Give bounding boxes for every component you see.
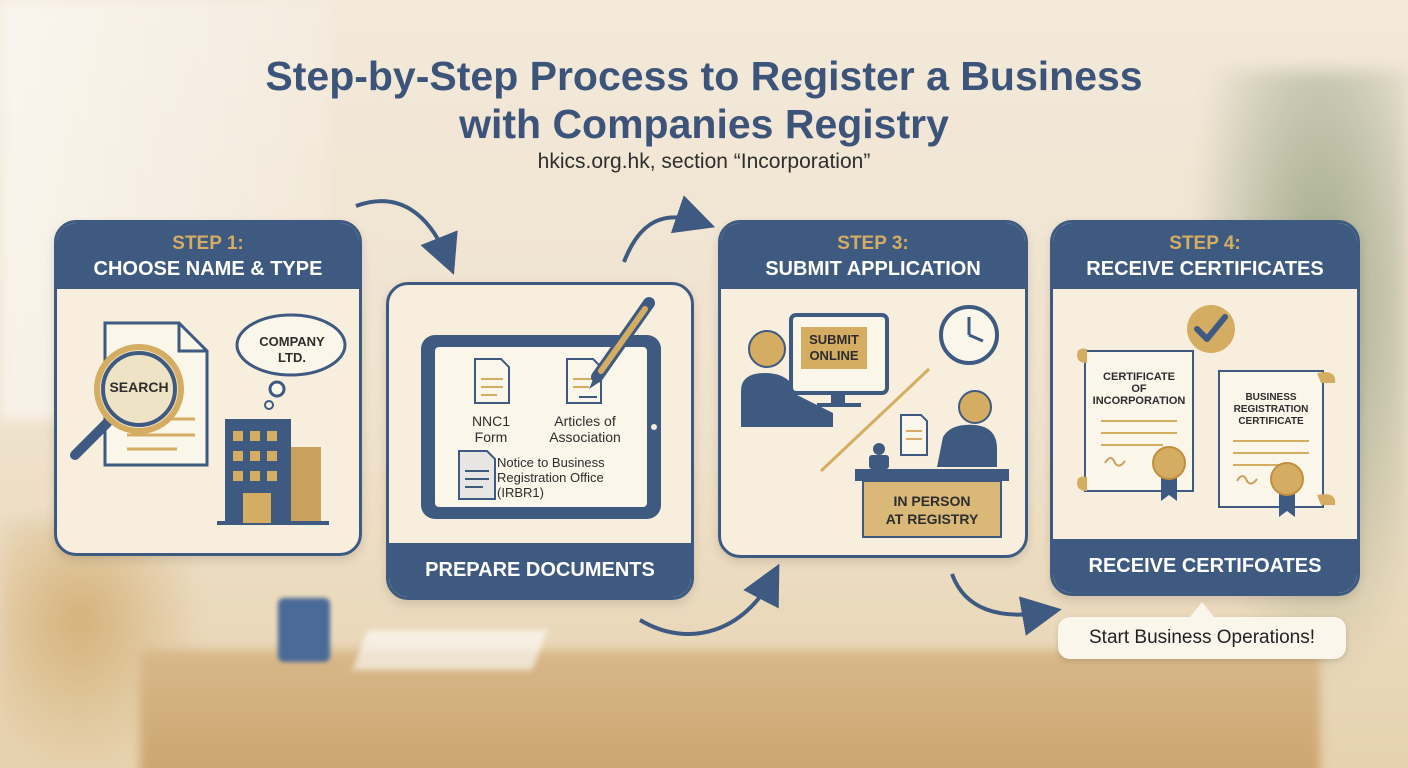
thought-bubble-icon <box>235 313 347 410</box>
cert-incorporation-line-2: OF <box>1131 383 1147 395</box>
clock-icon <box>939 305 999 365</box>
step-4-name: RECEIVE CERTIFICATES <box>1086 258 1324 280</box>
title-line-2: with Companies Registry <box>459 101 949 147</box>
step-1-header: STEP 1: CHOOSE NAME & TYPE <box>57 223 359 289</box>
pen-icon <box>589 297 655 389</box>
step-4-card: STEP 4: RECEIVE CERTIFICATES <box>1050 220 1360 596</box>
arrow-step3-to-step4 <box>950 573 1062 636</box>
document-icon <box>458 450 496 500</box>
building-icon <box>217 419 329 525</box>
desk-icon <box>855 443 1009 538</box>
document-icon <box>566 358 602 404</box>
doc-irbr1-line-2: Registration Office <box>497 470 604 485</box>
checkmark-icon <box>1187 305 1235 353</box>
cert-business-line-3: CERTIFICATE <box>1238 416 1304 427</box>
arrow-step2-to-step3-top <box>622 195 716 263</box>
step-4-illustration <box>1077 305 1336 517</box>
magnifier-icon <box>70 344 184 460</box>
step-2-card: NNC1 Form Articles of Association Notice… <box>386 282 694 600</box>
step-4-number: STEP 4: <box>1169 233 1241 254</box>
source-subtitle: hkics.org.hk, section “Incorporation” <box>537 150 871 173</box>
thought-label-line-1: COMPANY <box>259 334 325 349</box>
in-person-line-2: AT REGISTRY <box>885 511 979 527</box>
thought-label-line-2: LTD. <box>278 350 306 365</box>
doc-articles-line-2: Association <box>549 429 621 445</box>
ribbon-seal-icon <box>1270 462 1304 517</box>
divider-line <box>819 367 931 473</box>
step-4-header: STEP 4: RECEIVE CERTIFICATES <box>1053 223 1357 289</box>
step-2-footer: PREPARE DOCUMENTS <box>389 543 691 597</box>
doc-irbr1-line-1: Notice to Business <box>497 455 605 470</box>
cert-business-line-2: REGISTRATION <box>1233 404 1309 415</box>
step-3-illustration <box>741 305 1009 538</box>
step-3-header: STEP 3: SUBMIT APPLICATION <box>721 223 1025 289</box>
arrow-step1-to-step2 <box>355 199 458 275</box>
blurred-pencil-cup <box>278 598 330 662</box>
ribbon-seal-icon <box>1152 446 1186 501</box>
page-title: Step-by-Step Process to Register a Busin… <box>0 52 1408 148</box>
cert-incorporation-line-3: INCORPORATION <box>1092 395 1186 407</box>
step-3-name: SUBMIT APPLICATION <box>765 258 981 280</box>
submit-online-line-1: SUBMIT <box>809 332 859 347</box>
person-icon <box>900 390 997 467</box>
doc-nnc1-line-2: Form <box>474 429 508 445</box>
step-3-card: STEP 3: SUBMIT APPLICATION <box>718 220 1028 558</box>
search-label: SEARCH <box>109 379 169 395</box>
title-line-1: Step-by-Step Process to Register a Busin… <box>265 53 1143 99</box>
doc-irbr1-line-3: (IRBR1) <box>497 485 544 500</box>
in-person-line-1: IN PERSON <box>893 493 971 509</box>
person-icon <box>741 330 833 427</box>
arrow-step2-to-step3-bottom <box>638 563 780 636</box>
step-1-card: STEP 1: CHOOSE NAME & TYPE <box>54 220 362 556</box>
step-3-number: STEP 3: <box>837 233 909 254</box>
step-2-illustration <box>421 297 661 519</box>
step-1-number: STEP 1: <box>172 233 244 254</box>
doc-articles-line-1: Articles of <box>554 413 616 429</box>
computer-icon <box>789 313 889 407</box>
document-icon <box>474 358 510 404</box>
scroll-icon <box>1077 348 1194 492</box>
blurred-desk <box>140 650 1320 768</box>
final-message-bubble: Start Business Operations! <box>1058 617 1346 659</box>
cert-incorporation-line-1: CERTIFICATE <box>1103 371 1175 383</box>
step-1-illustration <box>70 313 347 525</box>
step-1-name: CHOOSE NAME & TYPE <box>93 258 323 280</box>
submit-online-line-2: ONLINE <box>809 348 859 363</box>
cert-business-line-1: BUSINESS <box>1245 392 1297 403</box>
doc-nnc1-line-1: NNC1 <box>471 413 511 429</box>
step-4-footer: RECEIVE CERTIFOATES <box>1053 539 1357 593</box>
